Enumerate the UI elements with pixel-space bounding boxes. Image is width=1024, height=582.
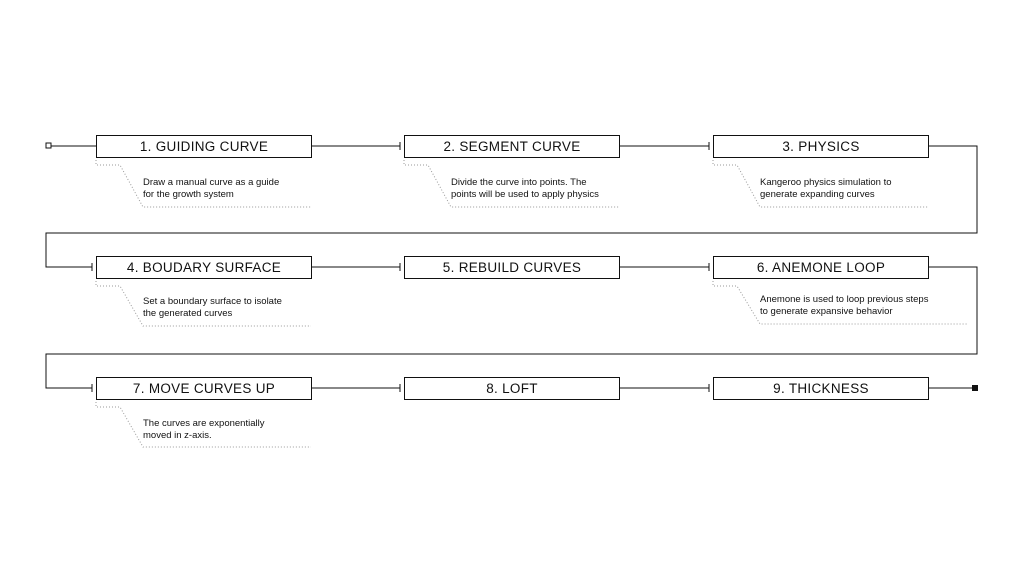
note-line: to generate expansive behavior [760,306,893,317]
connector-6-7 [45,266,978,389]
step-box-8: 8. LOFT [404,377,620,400]
note-line: the generated curves [143,308,233,319]
note-line: points will be used to apply physics [451,189,599,200]
note-line: The curves are exponentially [143,418,265,429]
note-line: Divide the curve into points. The [451,177,587,188]
note-line: for the growth system [143,189,234,200]
step-box-2: 2. SEGMENT CURVE [404,135,620,158]
step-note-1: Draw a manual curve as a guide for the g… [143,177,333,201]
step-box-9: 9. THICKNESS [713,377,929,400]
note-callout-4 [95,281,311,327]
step-box-3: 3. PHYSICS [713,135,929,158]
note-line: Kangeroo physics simulation to [760,177,892,188]
step-label: 6. ANEMONE LOOP [756,260,886,275]
note-line: Draw a manual curve as a guide [143,177,280,188]
step-box-7: 7. MOVE CURVES UP [96,377,312,400]
note-line: Anemone is used to loop previous steps [760,294,929,305]
step-note-7: The curves are exponentially moved in z-… [143,418,333,442]
step-note-2: Divide the curve into points. The points… [451,177,641,201]
step-note-6: Anemone is used to loop previous steps t… [760,294,970,318]
step-label: 3. PHYSICS [782,139,860,154]
note-line: generate expanding curves [760,189,875,200]
note-callout-2 [403,160,620,208]
end-terminal-icon [972,385,978,391]
note-callout-6 [712,281,967,325]
step-label: 2. SEGMENT CURVE [443,139,581,154]
step-box-5: 5. REBUILD CURVES [404,256,620,279]
note-line: Set a boundary surface to isolate [143,296,282,307]
step-box-4: 4. BOUDARY SURFACE [96,256,312,279]
step-label: 8. LOFT [486,381,538,396]
step-label: 4. BOUDARY SURFACE [126,260,282,275]
step-box-6: 6. ANEMONE LOOP [713,256,929,279]
step-label: 1. GUIDING CURVE [139,139,269,154]
note-line: moved in z-axis. [143,430,212,441]
note-callout-1 [95,160,311,208]
step-label: 9. THICKNESS [773,381,869,396]
step-label: 5. REBUILD CURVES [442,260,582,275]
connector-3-4 [45,145,978,268]
start-terminal-icon [45,142,52,149]
step-label: 7. MOVE CURVES UP [132,381,276,396]
step-note-4: Set a boundary surface to isolate the ge… [143,296,333,320]
step-box-1: 1. GUIDING CURVE [96,135,312,158]
note-callout-7 [95,402,311,448]
note-callout-3 [712,160,929,208]
step-note-3: Kangeroo physics simulation to generate … [760,177,950,201]
